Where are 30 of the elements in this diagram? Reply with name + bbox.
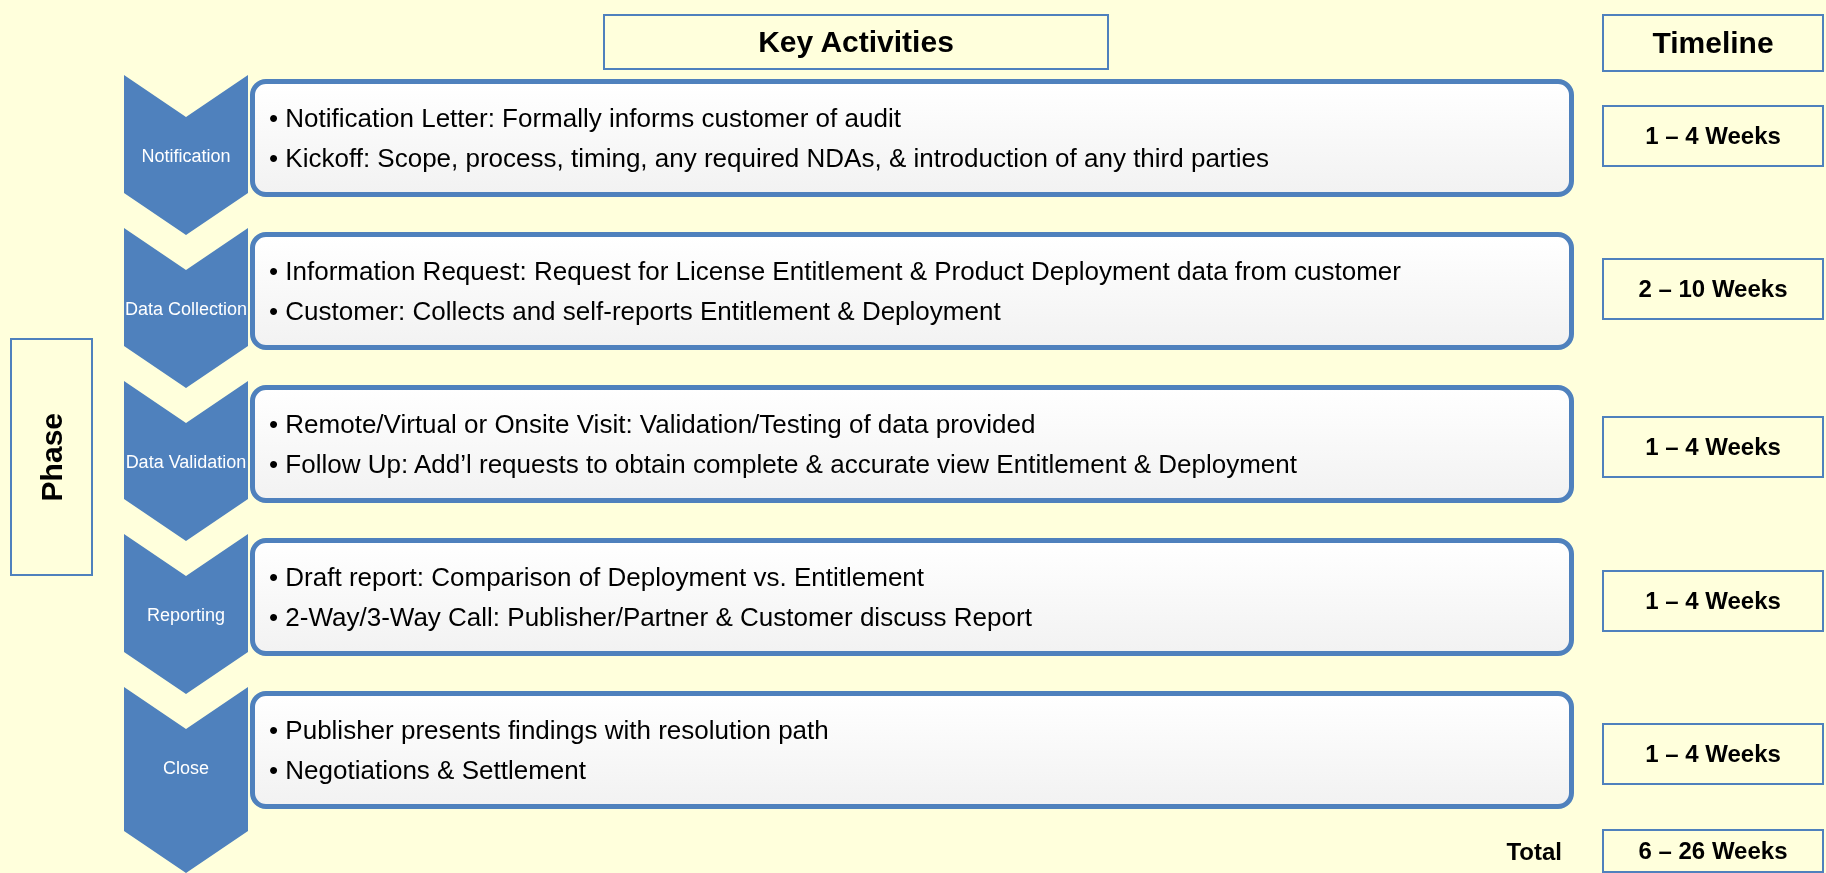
bullet-text: • Remote/Virtual or Onsite Visit: Validation/Testing of data provided [269,408,1037,441]
activity-card [250,79,1574,197]
total-label: Total [1506,838,1562,866]
phase-label: Data Collection [124,298,248,320]
bullet-text: • 2-Way/3-Way Call: Publisher/Partner & Customer discuss Report [269,601,1033,634]
duration-box: 1 – 4 Weeks [1602,416,1824,478]
duration-box: 1 – 4 Weeks [1602,723,1824,785]
phase-label: Data Validation [124,451,248,473]
duration-box: 2 – 10 Weeks [1602,258,1824,320]
bullet-text: • Customer: Collects and self-reports Entitlement & Deployment [269,295,1002,328]
activity-card [250,385,1574,503]
column-header: Key Activities [603,14,1109,70]
duration-box: 6 – 26 Weeks [1602,829,1824,873]
bullet-text: • Follow Up: Add’l requests to obtain complete & accurate view Entitlement & Deployment [269,448,1298,481]
phase-label: Notification [140,145,232,167]
phase-label: Close [162,757,210,779]
bullet-text: • Draft report: Comparison of Deployment vs. Entitlement [269,561,926,594]
phase-header: Phase [10,338,93,576]
bullet-text: • Kickoff: Scope, process, timing, any required NDAs, & introduction of any third parties [269,142,1270,175]
duration-box: 1 – 4 Weeks [1602,570,1824,632]
activity-card [250,691,1574,809]
duration-box: 1 – 4 Weeks [1602,105,1824,167]
bullet-text: • Notification Letter: Formally informs customer of audit [269,102,902,135]
bullet-text: • Negotiations & Settlement [269,754,587,787]
column-header: Timeline [1602,14,1824,72]
bullet-text: • Publisher presents findings with resolution path [269,714,830,747]
activity-card [250,232,1574,350]
activity-card [250,538,1574,656]
bullet-text: • Information Request: Request for License Entitlement & Product Deployment data from customer [269,255,1402,288]
phase-label: Reporting [145,604,226,626]
